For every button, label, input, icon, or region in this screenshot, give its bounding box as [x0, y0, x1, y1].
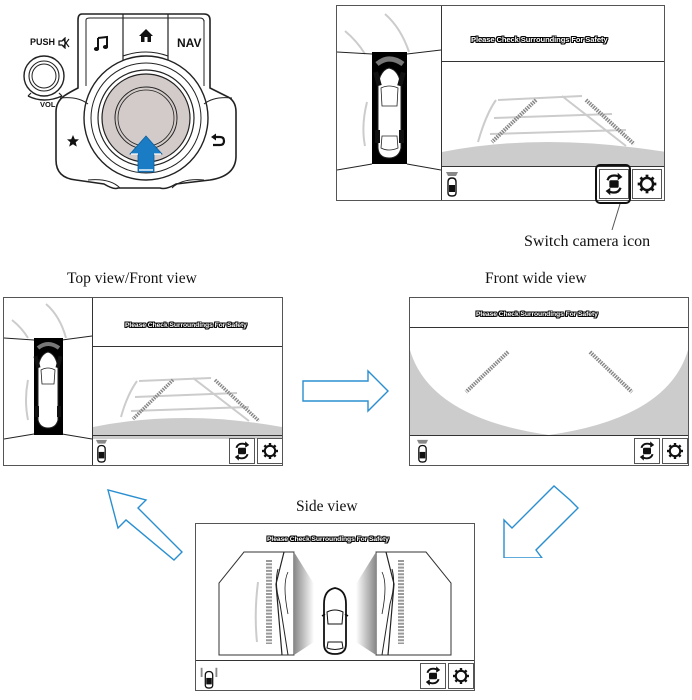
nav-button[interactable]: NAV: [177, 36, 202, 50]
flow-arrow-right: [302, 369, 389, 413]
back-icon[interactable]: [210, 133, 226, 147]
front-camera-view: [93, 377, 282, 439]
mute-icon: [58, 37, 70, 49]
switch-camera-highlight: [595, 164, 631, 204]
top-view-panel: [4, 303, 92, 440]
camera-screen-top-front-view: Please Check Surroundings For Safety: [3, 297, 283, 466]
switch-camera-button[interactable]: [420, 663, 446, 689]
settings-button[interactable]: [257, 438, 282, 464]
bottom-bar-divider: [93, 435, 282, 436]
home-button[interactable]: [131, 26, 161, 46]
music-button[interactable]: [88, 34, 118, 54]
camera-screen-front-wide-view: Please Check Surroundings For Safety: [409, 297, 689, 466]
panel-divider: [441, 6, 442, 200]
controller-body: [55, 13, 237, 190]
header-divider: [93, 346, 282, 347]
gear-icon: [262, 443, 278, 459]
settings-button[interactable]: [662, 438, 688, 464]
switch-camera-button[interactable]: [599, 169, 629, 199]
bottom-bar-divider: [196, 660, 474, 661]
car-indicator-icon: [95, 439, 108, 463]
panel-divider: [92, 298, 93, 465]
volume-knob[interactable]: [20, 52, 76, 112]
switch-camera-icon: [639, 441, 655, 461]
bottom-bar-divider: [442, 166, 664, 167]
car-top-view: [33, 351, 63, 429]
front-camera-view: [442, 95, 664, 166]
side-camera-view: [218, 551, 452, 656]
caption-front-wide-view: Front wide view: [485, 270, 587, 287]
car-indicator-icon: [416, 439, 429, 463]
safety-message: Please Check Surroundings For Safety: [471, 35, 608, 44]
push-up-arrow: [129, 135, 163, 173]
safety-message: Please Check Surroundings For Safety: [125, 322, 247, 329]
switch-camera-button[interactable]: [634, 438, 660, 464]
settings-button[interactable]: [632, 169, 662, 199]
caption-side-view: Side view: [296, 498, 358, 515]
switch-camera-icon: [425, 666, 441, 686]
commander-controller: PUSH VOL NAV: [0, 0, 240, 200]
home-icon: [139, 29, 153, 42]
top-view-panel: [337, 13, 441, 171]
gear-icon: [453, 668, 469, 684]
safety-message: Please Check Surroundings For Safety: [476, 311, 598, 318]
gear-icon: [637, 174, 657, 194]
flow-arrow-up-left: [107, 489, 183, 561]
header-divider: [442, 61, 664, 62]
callout-line: [611, 204, 621, 230]
caption-top-front-view: Top view/Front view: [67, 270, 197, 287]
car-indicator-icon: [446, 172, 458, 197]
car-top-view: [373, 67, 406, 159]
car-top-view: [321, 587, 349, 655]
switch-camera-button[interactable]: [229, 438, 255, 464]
car-indicator-icon: [200, 667, 218, 689]
safety-message: Please Check Surroundings For Safety: [267, 536, 389, 543]
vol-label: VOL: [40, 100, 56, 109]
front-wide-camera-view: [410, 350, 688, 435]
camera-screen-side-view: Please Check Surroundings For Safety: [195, 523, 475, 691]
camera-screen-main: Please Check Surroundings For Safety: [336, 5, 665, 201]
push-label: PUSH: [30, 37, 56, 47]
switch-camera-icon: [605, 172, 623, 196]
favorites-star-icon[interactable]: [66, 134, 80, 148]
switch-camera-callout-label: Switch camera icon: [524, 233, 651, 250]
gear-icon: [667, 443, 683, 459]
music-icon: [93, 35, 109, 51]
bottom-bar-divider: [410, 435, 688, 436]
flow-arrow-down-left: [503, 485, 579, 558]
header-divider: [410, 327, 688, 328]
settings-button[interactable]: [448, 663, 474, 689]
switch-camera-icon: [234, 441, 250, 461]
